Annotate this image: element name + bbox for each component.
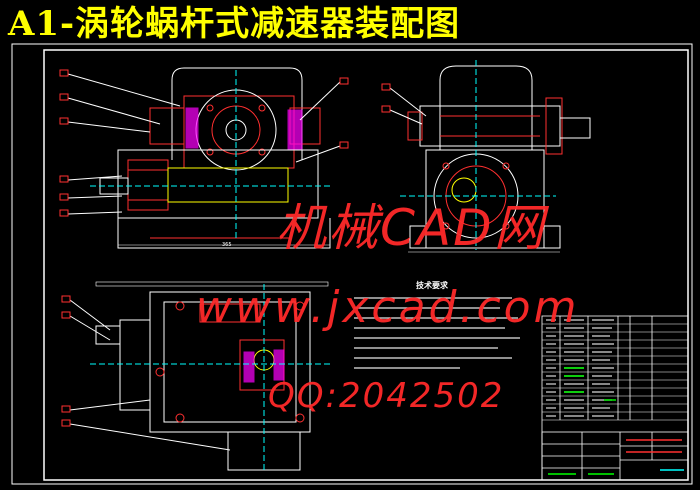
drawing-title: A1-涡轮蜗杆式减速器装配图 (8, 4, 461, 44)
parts-list-rows (542, 323, 688, 421)
watermark-qq: QQ:2042502 (268, 376, 505, 416)
watermark-site-name: 机械CAD网 (276, 199, 546, 257)
outer-border (11, 43, 693, 485)
watermark-site-url: www.jxcad.com (196, 282, 580, 333)
dimension-label: 365 (222, 242, 232, 248)
top-view (61, 281, 330, 471)
parts-list (541, 315, 689, 481)
title-block-marks (548, 439, 684, 475)
technical-notes-heading: 技术要求 (416, 281, 448, 290)
parts-list-entries (546, 319, 614, 417)
parts-list-green-marks (564, 367, 616, 401)
front-view (59, 67, 349, 249)
technical-notes (354, 297, 520, 369)
title-block (541, 431, 689, 481)
inner-border (43, 49, 689, 481)
side-view (381, 60, 591, 253)
